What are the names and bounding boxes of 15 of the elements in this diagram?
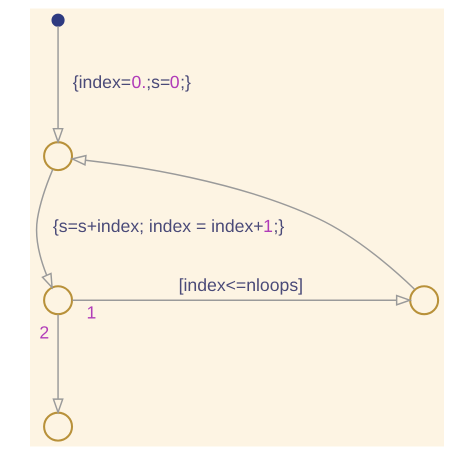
node-label: 2 xyxy=(39,322,50,342)
node-dot xyxy=(52,14,65,27)
node-label: 1 xyxy=(86,302,96,322)
arrow xyxy=(52,26,64,144)
edge-label: [index<=nloops] xyxy=(178,274,304,295)
arrow xyxy=(70,154,416,290)
arrow xyxy=(52,314,64,415)
edge-label: {s=s+index; index = index+1;} xyxy=(52,216,284,236)
node-circle xyxy=(43,285,74,316)
node-circle xyxy=(409,285,440,316)
edge-label: {index=0.;s=0;} xyxy=(72,72,191,92)
node-circle xyxy=(43,141,74,172)
arrow xyxy=(36,169,54,290)
arrow xyxy=(72,294,412,306)
node-circle xyxy=(43,412,74,442)
